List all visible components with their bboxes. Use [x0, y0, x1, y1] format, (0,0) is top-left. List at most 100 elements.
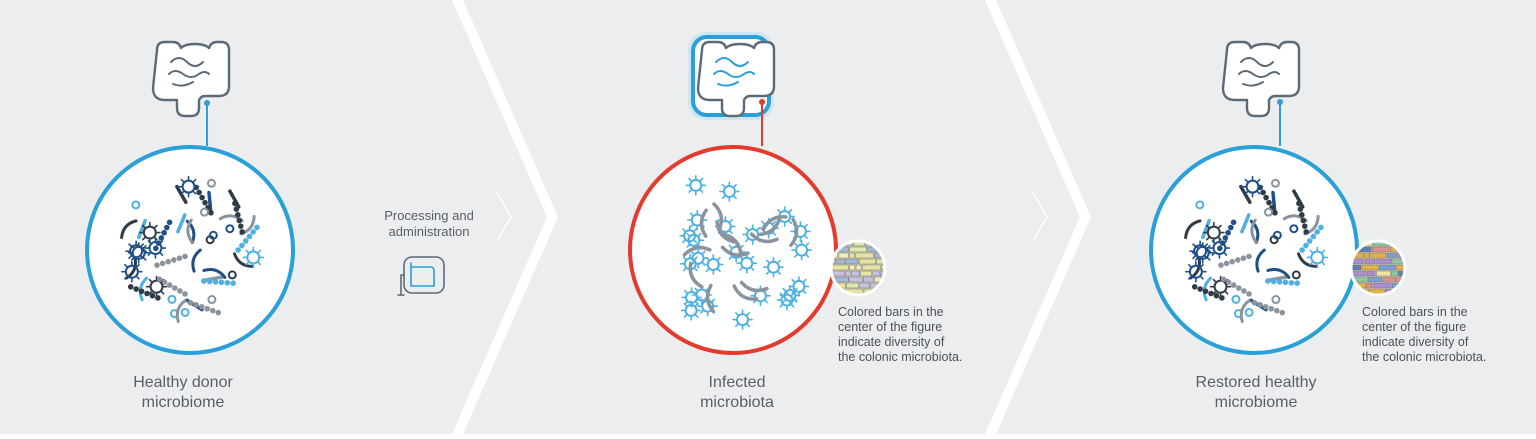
diversity-bar: [831, 270, 845, 277]
gut-coils: [168, 57, 210, 87]
ring-cell: [131, 200, 141, 210]
bead: [208, 209, 214, 216]
spike: [135, 263, 140, 269]
spike: [790, 303, 795, 308]
bead: [1230, 219, 1237, 226]
spike: [1211, 240, 1216, 245]
spike: [1320, 260, 1326, 266]
bead: [199, 194, 205, 201]
bead: [149, 292, 156, 299]
curved-rod: [1255, 248, 1266, 273]
spike: [745, 227, 750, 232]
processing-administration-label: Processing and administration: [384, 208, 474, 239]
spike: [728, 255, 734, 260]
bead: [144, 290, 150, 297]
bead: [154, 262, 160, 268]
diversity-bar: [876, 258, 885, 265]
diversity-bar: [1372, 246, 1390, 253]
ring-cell: [207, 295, 217, 305]
spike: [755, 227, 761, 232]
bead: [239, 229, 246, 235]
spike: [779, 303, 784, 308]
spike: [1309, 260, 1314, 266]
low-diversity-bars-badge: [829, 239, 887, 297]
diversity-bar: [849, 264, 856, 271]
spike: [787, 209, 793, 214]
spike: [1255, 178, 1261, 184]
bead: [1235, 285, 1242, 291]
spike: [787, 219, 793, 225]
curved-rod: [138, 276, 149, 302]
diversity-bar: [838, 252, 849, 259]
spike: [139, 243, 145, 248]
spike: [128, 254, 133, 260]
curved-rod: [712, 202, 724, 232]
spike: [763, 298, 768, 304]
rod: [176, 213, 187, 234]
bead: [1260, 189, 1266, 196]
spike: [1199, 263, 1204, 269]
diversity-bar: [1375, 258, 1392, 265]
spike: [749, 266, 755, 271]
healthy-microbiome-circle: [85, 145, 295, 355]
spike: [1205, 236, 1211, 241]
spike: [1188, 263, 1193, 269]
diversity-bar: [1364, 258, 1375, 265]
spike: [791, 278, 796, 284]
curved-rod: [202, 267, 227, 279]
spike: [1212, 278, 1218, 284]
ring-cell: [1291, 270, 1301, 280]
curved-rod: [191, 248, 202, 273]
spike: [147, 251, 152, 256]
diversity-bar: [1376, 270, 1391, 277]
connector-dot-2: [759, 99, 765, 105]
spike: [802, 278, 807, 284]
spike: [1223, 290, 1229, 295]
spike: [124, 275, 129, 280]
spike: [1192, 243, 1197, 248]
bead: [206, 278, 213, 285]
infected-microbes: [679, 175, 812, 330]
chevron-arrow-2: [1032, 192, 1048, 242]
bead: [230, 280, 236, 286]
bead: [138, 288, 145, 295]
diversity-note-restored: Colored bars in the center of the figure…: [1362, 305, 1487, 364]
bead: [1282, 279, 1289, 286]
bead: [161, 279, 168, 285]
diversity-bar: [1351, 270, 1367, 277]
curved-rod: [1296, 252, 1319, 268]
healthy-microbes: [120, 175, 265, 323]
bead: [182, 291, 188, 297]
spike: [745, 237, 750, 243]
spike: [1206, 244, 1211, 250]
diversity-bar: [1366, 282, 1372, 289]
bead: [1225, 279, 1232, 285]
ring-cell: [208, 230, 218, 240]
spike: [1212, 290, 1218, 295]
bead: [1296, 200, 1302, 207]
bead: [1230, 282, 1237, 288]
bead: [237, 223, 244, 229]
spike: [771, 220, 777, 226]
spike: [716, 256, 721, 262]
ring-cell: [1231, 294, 1241, 304]
diversity-bar: [855, 264, 862, 271]
diversity-bar: [849, 252, 856, 259]
bead: [209, 307, 216, 314]
infected-microbiota-caption: Infected microbiota: [700, 374, 774, 411]
bead: [1202, 288, 1209, 295]
bead: [224, 279, 231, 286]
bead: [1294, 280, 1300, 286]
healthy-donor-caption: Healthy donor microbiome: [133, 374, 233, 411]
spike: [683, 313, 689, 318]
diversity-bar: [849, 276, 863, 283]
spike: [159, 290, 165, 295]
diversity-bar: [845, 258, 859, 265]
bead: [153, 245, 159, 252]
bead: [1299, 211, 1305, 218]
diversity-bar: [831, 264, 849, 271]
curved-rod: [749, 232, 779, 244]
gut-coils: [1238, 57, 1280, 87]
spike: [1255, 190, 1261, 195]
